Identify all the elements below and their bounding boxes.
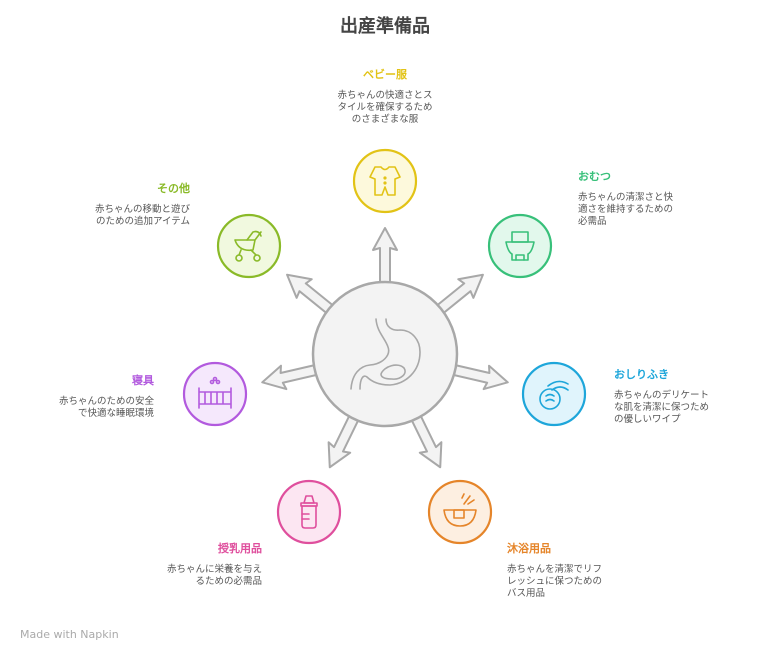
potty-icon xyxy=(505,231,535,261)
node-baby-bottle xyxy=(276,479,342,545)
bathtub-icon xyxy=(443,493,477,527)
onesie-icon xyxy=(369,166,401,196)
item-description: 赤ちゃんのための安全 で快適な睡眠環境 xyxy=(58,396,154,419)
center-circle xyxy=(311,280,459,428)
item-label: おむつ xyxy=(578,170,611,183)
node-bathtub xyxy=(427,479,493,545)
node-stroller xyxy=(216,213,282,279)
stomach-icon xyxy=(350,318,421,390)
item-label: その他 xyxy=(157,182,190,195)
page-title: 出産準備品 xyxy=(340,16,430,37)
crib-icon xyxy=(198,376,232,409)
item-label: 沐浴用品 xyxy=(507,542,551,555)
item-description: 赤ちゃんの移動と遊び のための追加アイテム xyxy=(94,204,190,227)
item-description: 赤ちゃんを清潔でリフ レッシュに保つための バス用品 xyxy=(507,564,603,599)
item-label: おしりふき xyxy=(614,368,669,381)
node-potty xyxy=(487,213,553,279)
wipes-icon xyxy=(539,380,569,410)
item-label: 授乳用品 xyxy=(218,542,262,555)
stroller-icon xyxy=(234,230,262,262)
baby-bottle-icon xyxy=(300,495,318,529)
node-crib xyxy=(182,361,248,427)
item-label: ベビー服 xyxy=(363,68,407,81)
node-onesie xyxy=(352,148,418,214)
node-wipes xyxy=(521,361,587,427)
item-description: 赤ちゃんの快適さとス タイルを確保するため のさまざまな服 xyxy=(337,90,433,125)
made-with-napkin: Made with Napkin xyxy=(20,628,119,641)
item-description: 赤ちゃんに栄養を与え るための必需品 xyxy=(166,564,262,587)
item-description: 赤ちゃんの清潔さと快 適さを維持するための 必需品 xyxy=(578,192,674,227)
item-label: 寝具 xyxy=(132,374,154,387)
item-description: 赤ちゃんのデリケート な肌を清潔に保つため の優しいワイプ xyxy=(614,390,710,425)
